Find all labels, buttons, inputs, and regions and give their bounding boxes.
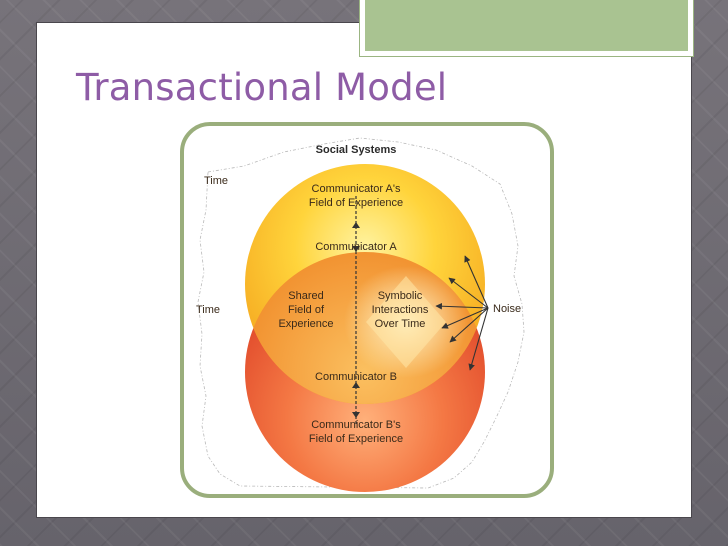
arrow-down-b (352, 412, 360, 418)
noise-outline (197, 137, 525, 489)
symbolic-line-3: Over Time (375, 318, 426, 330)
symbolic-line-2: Interactions (372, 304, 429, 316)
shared-line-2: Field of (288, 304, 325, 316)
noise-label: Noise (493, 303, 521, 315)
arrow-up-a (352, 222, 360, 228)
diagram-frame: Social Systems Time Time Noise Communica… (180, 122, 554, 498)
comm-b-label: Communicator B (315, 371, 397, 383)
arrow-down-a (352, 246, 360, 252)
accent-tab (360, 0, 693, 56)
time-1-label: Time (204, 175, 228, 187)
noise-arrows (435, 255, 489, 371)
comm-a-field-line-2: Field of Experience (309, 197, 403, 209)
comm-b-field-line-2: Field of Experience (309, 433, 403, 445)
shared-line-1: Shared (288, 290, 323, 302)
social-systems-label: Social Systems (316, 144, 397, 156)
symbolic-line-1: Symbolic (378, 290, 423, 302)
time-2-label: Time (196, 304, 220, 316)
comm-a-field-line-1: Communicator A's (312, 183, 401, 195)
arrow-up-b (352, 382, 360, 388)
slide-title: Transactional Model (76, 66, 448, 109)
comm-b-field-line-1: Communicator B's (311, 419, 401, 431)
transactional-model-diagram: Social Systems Time Time Noise Communica… (196, 137, 525, 492)
symbolic-diamond (366, 276, 446, 368)
comm-a-label: Communicator A (315, 241, 397, 253)
shared-line-3: Experience (278, 318, 333, 330)
